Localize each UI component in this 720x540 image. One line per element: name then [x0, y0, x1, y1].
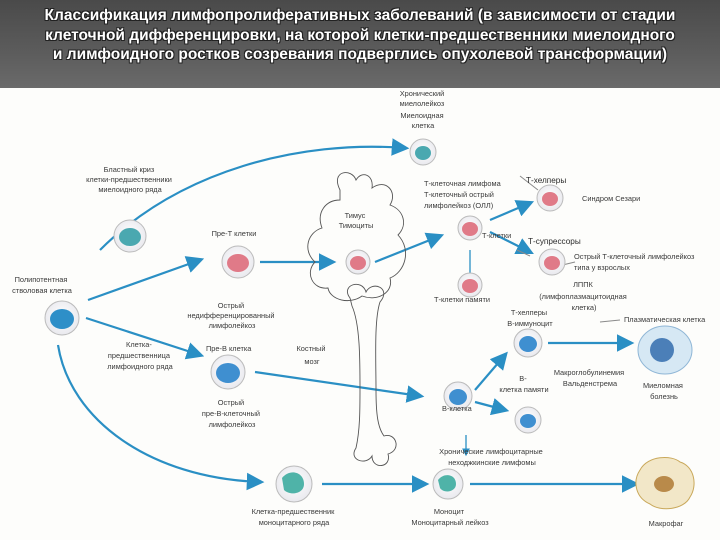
t-helper-cell-icon — [536, 184, 564, 212]
sezary-label: Синдром Сезари — [582, 194, 640, 203]
t-suppressors-label: Т-супрессоры — [528, 237, 581, 246]
macroglobulinemia-label-1: Макроглобулинемия — [554, 368, 624, 377]
t-suppressor-cell-icon — [538, 248, 566, 276]
title-bar: Классификация лимфопролиферативных забол… — [0, 0, 720, 88]
macrophage-label: Макрофаг — [649, 519, 684, 528]
lymph-precursor-label-2: предшественница — [108, 351, 171, 360]
svg-text:Т-хелперы В-иммуноцит: Т-хелперы В-иммуноцит — [507, 308, 553, 328]
cml-label-3: Миелоидная — [400, 111, 443, 120]
aul-label-3: лимфолейкоз — [209, 321, 256, 330]
monocyte-label-2: Моноцитарный лейкоз — [411, 518, 489, 527]
thymocytes-label: Тимоциты — [339, 221, 374, 230]
b-immuno-label-2: В-иммуноцит — [507, 319, 553, 328]
adult-t-label-1: Острый Т-клеточный лимфолейкоз — [574, 252, 695, 261]
aul-label-2: недифференцированный — [187, 311, 274, 320]
labels: Хронический миелолейкоз Миелоидная клетк… — [12, 89, 706, 528]
svg-text:Острый недифференциров: Острый недифференцированный лимфолейкоз — [187, 301, 276, 330]
bone-outline — [347, 283, 397, 466]
macroglobulinemia-label-2: Вальденстрема — [563, 379, 618, 388]
blast-crisis-label-1: Бластный криз — [104, 165, 155, 174]
svg-text:Хронический миелолейко: Хронический миелолейкоз Миелоидная клетк… — [400, 89, 447, 130]
plasma-cell-icon — [637, 325, 693, 375]
svg-text:Хронические лимфоцитарные: Хронические лимфоцитарные неходжкинские … — [439, 447, 545, 467]
monocyte-icon — [432, 468, 464, 500]
lppk-label-3: клетка) — [572, 303, 597, 312]
chronic-nhl-label-1: Хронические лимфоцитарные — [439, 447, 543, 456]
cml-label-1: Хронический — [400, 89, 445, 98]
pre-t-label: Пре-Т клетки — [212, 229, 257, 238]
lymph-precursor-label-1: Клетка- — [126, 340, 152, 349]
plasma-cell-label: Плазматическая клетка — [624, 315, 706, 324]
pre-b-label: Пре-В клетка — [206, 344, 252, 353]
svg-text:Макроглобулинемия Валь: Макроглобулинемия Вальденстрема — [554, 368, 626, 388]
stem-cell-label-1: Полипотентная — [15, 275, 68, 284]
t-lymphoma-label-2: Т-клеточный острый — [424, 190, 494, 199]
adult-t-label-2: типа у взрослых — [574, 263, 630, 272]
lppk-label-2: (лимфоплазмацитоидная — [539, 292, 627, 301]
svg-text:Моноцит Моноцитарный л: Моноцит Моноцитарный лейкоз — [411, 507, 489, 527]
myeloma-label-1: Миеломная — [643, 381, 683, 390]
b-memory-cell-icon — [514, 406, 542, 434]
b-cell-label: В-клетка — [442, 404, 473, 413]
cml-label-2: миелолейкоз — [400, 99, 445, 108]
chronic-nhl-label-2: неходжкинские лимфомы — [448, 458, 536, 467]
svg-text:Клетка- предшественниц: Клетка- предшественница лимфоидного ряда — [107, 340, 173, 371]
svg-text:ЛППК (лимфоплазмацитои: ЛППК (лимфоплазмацитоидная клетка) — [539, 280, 629, 312]
thymocyte-icon — [345, 249, 371, 275]
thymus-outline — [307, 172, 407, 302]
slide-title: Классификация лимфопролиферативных забол… — [44, 7, 676, 63]
b-immunocyte-icon — [513, 328, 543, 358]
svg-text:Тимус Тимоциты: Тимус Тимоциты — [339, 211, 374, 230]
b-memory-label-1: В- — [519, 374, 527, 383]
stem-cell-label-2: стволовая клетка — [12, 286, 73, 295]
myeloma-label-2: болезнь — [650, 392, 678, 401]
cml-label-4: клетка — [412, 121, 435, 130]
aul-label-1: Острый — [218, 301, 244, 310]
svg-text:Полипотентная стволова: Полипотентная стволовая клетка — [12, 275, 73, 295]
b-cell-icon — [443, 381, 473, 411]
svg-text:Клетка-предшественник: Клетка-предшественник моноцитарного ряда — [252, 507, 337, 527]
b-immuno-label-1: Т-хелперы — [511, 308, 547, 317]
pre-b-all-label-1: Острый — [218, 398, 244, 407]
t-helpers-label: Т-хелперы — [526, 176, 566, 185]
svg-text:В- клетка памяти: В- клетка памяти — [499, 374, 548, 394]
stem-cell-icon — [44, 300, 80, 336]
t-memory-cell-icon — [457, 272, 483, 298]
svg-text:Т-клеточная лимфома Т-: Т-клеточная лимфома Т-клеточный острый л… — [424, 179, 503, 210]
svg-text:Костный мозг: Костный мозг — [296, 344, 327, 366]
b-memory-label-2: клетка памяти — [499, 385, 548, 394]
thymus-label: Тимус — [345, 211, 366, 220]
blast-crisis-label-3: миелоидного ряда — [98, 185, 162, 194]
lppk-label-1: ЛППК — [573, 280, 593, 289]
pre-b-all-label-2: пре-В-клеточный — [202, 409, 260, 418]
myeloid-cell-icon — [409, 138, 437, 166]
t-cells-label: Т-клетки — [482, 231, 511, 240]
svg-text:Бластный криз клетки-п: Бластный криз клетки-предшественники мие… — [86, 165, 174, 194]
myeloid-precursor-icon — [113, 219, 147, 253]
pre-t-cell-icon — [221, 245, 255, 279]
svg-text:Острый пре-В-клеточный: Острый пре-В-клеточный лимфолейкоз — [202, 398, 262, 429]
svg-text:Миеломная болезнь: Миеломная болезнь — [643, 381, 685, 401]
bone-marrow-label-1: Костный — [296, 344, 325, 353]
t-memory-label: Т-клетки памяти — [434, 295, 490, 304]
mono-precursor-label-1: Клетка-предшественник — [252, 507, 336, 516]
svg-text:Острый Т-клеточный лимфолейкоз: Острый Т-клеточный лимфолейкоз типа у вз… — [574, 252, 696, 272]
cells — [44, 138, 695, 510]
monocyte-label-1: Моноцит — [434, 507, 465, 516]
macrophage-icon — [635, 457, 695, 510]
bone-marrow-label-2: мозг — [304, 357, 319, 366]
t-cell-icon — [457, 215, 483, 241]
arrows — [56, 138, 640, 493]
pre-b-cell-icon — [210, 354, 246, 390]
blast-crisis-label-2: клетки-предшественники — [86, 175, 172, 184]
monocyte-precursor-icon — [275, 465, 313, 503]
pre-b-all-label-3: лимфолейкоз — [209, 420, 256, 429]
mono-precursor-label-2: моноцитарного ряда — [259, 518, 330, 527]
t-lymphoma-label-1: Т-клеточная лимфома — [424, 179, 502, 188]
t-lymphoma-label-3: лимфолейкоз (ОЛЛ) — [424, 201, 493, 210]
lymph-precursor-label-3: лимфоидного ряда — [107, 362, 173, 371]
